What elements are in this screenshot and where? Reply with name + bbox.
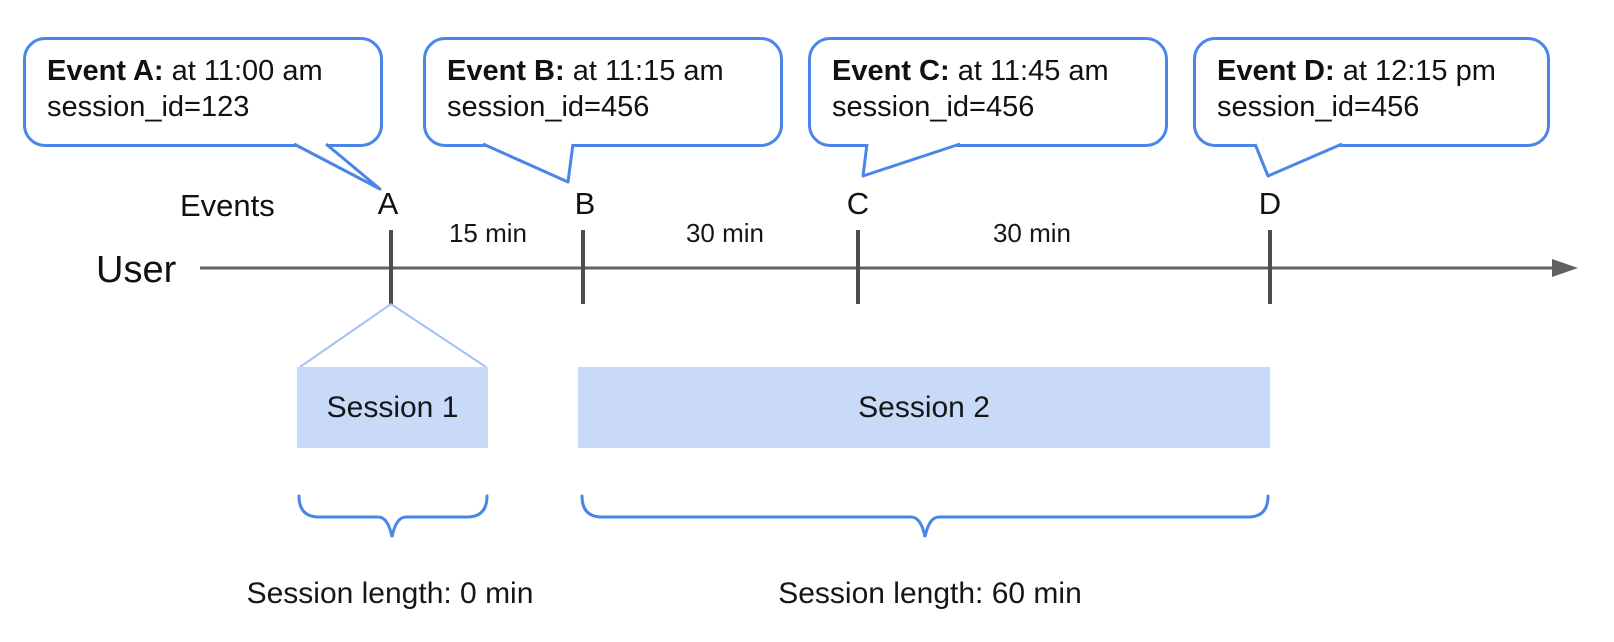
- session-2-label: Session 2: [858, 390, 990, 424]
- event-b-time: at 11:15 am: [572, 55, 724, 87]
- event-marker-a: A: [377, 186, 399, 221]
- session-1-label: Session 1: [326, 390, 459, 424]
- event-d-title: Event D:: [1217, 55, 1335, 87]
- timeline-arrowhead-icon: [1552, 259, 1578, 277]
- funnel-line-left: [299, 303, 392, 368]
- callout-c-tail: [861, 142, 961, 178]
- session-2-box: Session 2: [578, 367, 1270, 448]
- interval-a-b: 15 min: [448, 218, 528, 248]
- event-marker-b: B: [574, 186, 596, 221]
- callout-event-b: Event B: at 11:15 am session_id=456: [423, 37, 783, 147]
- event-marker-c: C: [846, 186, 870, 221]
- callout-event-c: Event C: at 11:45 am session_id=456: [808, 37, 1168, 147]
- session-1-box: Session 1: [297, 367, 488, 448]
- callout-line-1: Event B: at 11:15 am: [447, 53, 780, 89]
- callout-line-1: Event C: at 11:45 am: [832, 53, 1165, 89]
- session-2-length-label: Session length: 60 min: [778, 577, 1082, 610]
- callout-d-tail: [1253, 142, 1343, 178]
- session-1-length-label: Session length: 0 min: [246, 577, 534, 610]
- event-c-title: Event C:: [832, 55, 950, 87]
- event-c-time: at 11:45 am: [957, 55, 1109, 87]
- session-2-brace: [580, 494, 1270, 538]
- event-a-time: at 11:00 am: [171, 55, 323, 87]
- callout-line-1: Event A: at 11:00 am: [47, 53, 380, 89]
- event-a-title: Event A:: [47, 55, 164, 87]
- event-d-time: at 12:15 pm: [1342, 55, 1496, 87]
- callout-event-a: Event A: at 11:00 am session_id=123: [23, 37, 383, 147]
- callout-event-d: Event D: at 12:15 pm session_id=456: [1193, 37, 1550, 147]
- event-marker-d: D: [1258, 186, 1282, 221]
- session-1-brace: [297, 494, 489, 538]
- callout-b-tail: [482, 142, 575, 184]
- interval-b-c: 30 min: [685, 218, 765, 248]
- interval-c-d: 30 min: [992, 218, 1072, 248]
- event-b-session-id: session_id=456: [447, 91, 650, 123]
- event-a-session-id: session_id=123: [47, 91, 250, 123]
- event-d-session-id: session_id=456: [1217, 91, 1420, 123]
- user-axis-label: User: [96, 249, 177, 291]
- events-axis-label: Events: [180, 188, 275, 223]
- event-b-title: Event B:: [447, 55, 565, 87]
- callout-a-tail: [293, 142, 382, 191]
- funnel-line-right: [390, 303, 487, 368]
- callout-line-1: Event D: at 12:15 pm: [1217, 53, 1547, 89]
- event-c-session-id: session_id=456: [832, 91, 1035, 123]
